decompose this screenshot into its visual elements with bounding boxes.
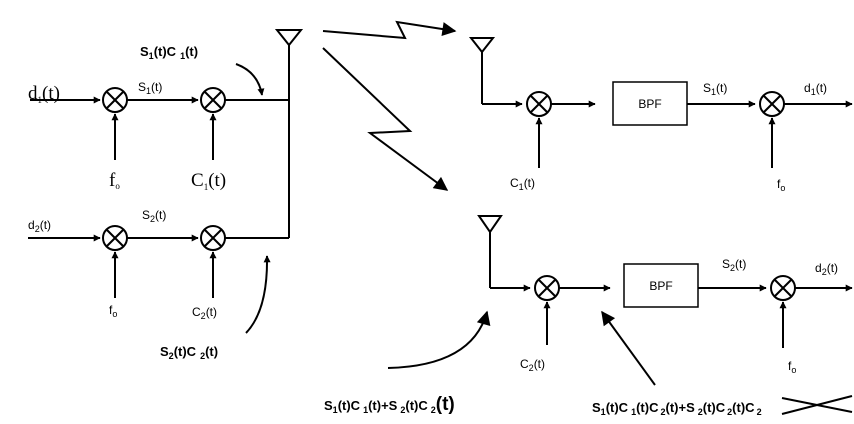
tx-mixer-1 xyxy=(102,87,128,113)
label-rx1-fo: fo xyxy=(777,177,785,193)
label-fo-bottom: fo xyxy=(109,303,117,319)
label-rx2-s2: S2(t) xyxy=(722,257,746,273)
label-rx1-s1: S1(t) xyxy=(703,81,727,97)
label-d2: d2(t) xyxy=(28,218,51,234)
tx-antenna xyxy=(274,29,304,238)
tx-mixer-3 xyxy=(102,225,128,251)
label-s2: S2(t) xyxy=(142,208,166,224)
rx2-bpf-box xyxy=(623,263,699,308)
label-rx1-d1: d1(t) xyxy=(804,81,827,97)
rx2-mixer-1 xyxy=(534,275,560,301)
rx2-antenna xyxy=(477,215,503,234)
receiver-1 xyxy=(468,37,853,168)
label-fo-top: fo xyxy=(109,170,120,191)
rx2-bpf-label: BPF xyxy=(649,279,672,293)
label-c2: C2(t) xyxy=(192,305,217,321)
rx1-mixer-1 xyxy=(526,91,552,117)
label-rx2-d2: d2(t) xyxy=(815,261,838,277)
tx-upper-chain xyxy=(30,63,289,160)
rx1-mixer-2 xyxy=(759,91,785,117)
transmission-path-1 xyxy=(322,20,457,40)
s1c1-pointer xyxy=(235,63,265,96)
label-d1: d1(t) xyxy=(28,83,60,105)
transmission-path-2 xyxy=(322,47,449,191)
label-s1: S1(t) xyxy=(138,80,162,96)
label-rx2-c2: C2(t) xyxy=(520,357,545,373)
receiver-2 xyxy=(477,215,853,348)
rx1-antenna xyxy=(468,37,496,54)
product-signal-pointer xyxy=(601,310,656,386)
label-rx1-c1: C1(t) xyxy=(510,176,535,192)
sum-signal-pointer xyxy=(387,310,491,369)
strike-line-2 xyxy=(781,397,853,413)
tx-mixer-4 xyxy=(200,225,226,251)
tx-mixer-2 xyxy=(200,87,226,113)
tx-lower-chain xyxy=(28,225,289,334)
label-rx2-fo: fo xyxy=(788,359,796,375)
rx1-bpf-label: BPF xyxy=(638,97,661,111)
label-c1: C1(t) xyxy=(191,170,226,192)
s2c2-pointer xyxy=(245,255,271,334)
rx2-mixer-2 xyxy=(770,275,796,301)
